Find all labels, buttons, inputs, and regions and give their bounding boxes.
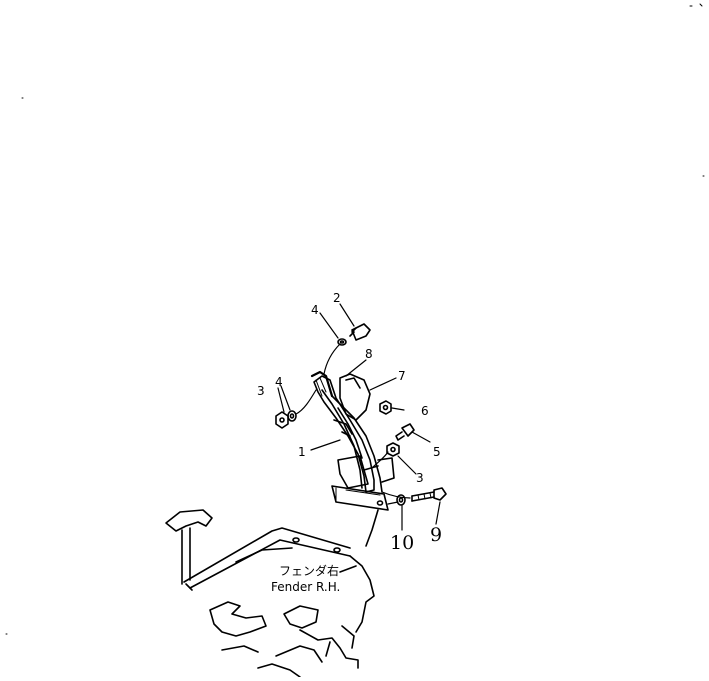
- callout-3-left: 3: [257, 384, 265, 398]
- nut-right-icon: [386, 442, 400, 457]
- lever-bracket: [337, 455, 369, 489]
- nut-6-icon: [379, 400, 392, 415]
- base-plate: [331, 485, 389, 511]
- callout-2: 2: [333, 291, 341, 305]
- callout-4-left: 4: [275, 375, 283, 389]
- washer-left-icon: [287, 410, 297, 422]
- callout-10: 10: [390, 532, 414, 554]
- spring-plate: [339, 373, 371, 421]
- lever-arm: [313, 375, 375, 493]
- callout-5: 5: [433, 445, 441, 459]
- washer-10-icon: [396, 494, 406, 506]
- callout-1: 1: [298, 445, 306, 459]
- callout-7: 7: [398, 369, 406, 383]
- bolt-top-icon: [349, 323, 371, 341]
- callout-6: 6: [421, 404, 429, 418]
- fender-label-en: Fender R.H.: [271, 580, 340, 594]
- fender-label: フェンダ右 Fender R.H.: [271, 563, 340, 594]
- leader-lines: [277, 303, 441, 531]
- fender-body: [165, 509, 375, 678]
- scan-specks: [5, 3, 705, 635]
- callout-3-right: 3: [416, 471, 424, 485]
- callout-4-top: 4: [311, 303, 319, 317]
- bolt-5-icon: [395, 423, 415, 441]
- lever-assembly: [310, 370, 395, 547]
- bolt-9-icon: [411, 487, 447, 502]
- washer-top-icon: [337, 338, 347, 346]
- callout-labels: 2 4 8 7 4 3 6 1 5 3 10 9: [257, 291, 442, 554]
- callout-9: 9: [430, 524, 442, 546]
- fender-label-jp: フェンダ右: [279, 563, 339, 578]
- callout-8: 8: [365, 347, 373, 361]
- nut-left-icon: [275, 411, 289, 429]
